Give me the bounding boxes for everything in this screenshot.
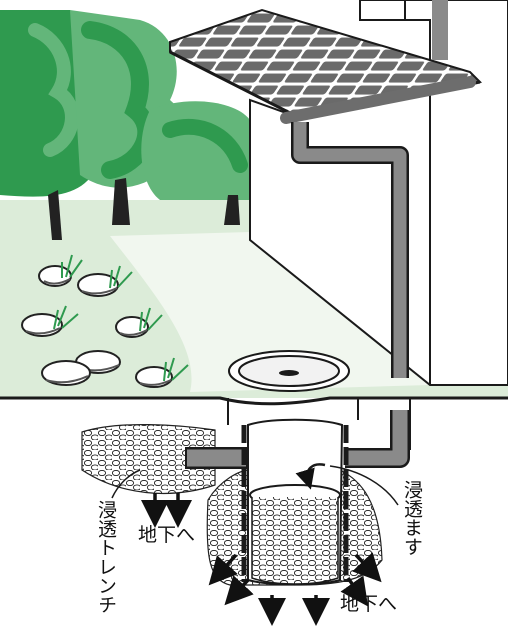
- rock-icon: [41, 360, 91, 386]
- basin-wall-edge: [241, 425, 349, 582]
- arrow-down-icon: [224, 575, 254, 606]
- grass-tuft-icon: [61, 254, 83, 278]
- ground-line: [0, 396, 508, 406]
- leader-line-trench: [111, 469, 141, 499]
- trees: [0, 10, 250, 240]
- grass-tuft-icon: [163, 357, 189, 382]
- label-infiltration-basin: 浸透ます: [401, 480, 423, 556]
- rock-icon: [77, 273, 119, 297]
- grass-tuft-icon: [109, 265, 133, 289]
- window: [359, 0, 406, 21]
- arrow-down-icon: [340, 575, 369, 607]
- rock-icon: [21, 313, 63, 337]
- garden-path: [110, 232, 430, 392]
- infiltration-trench: [81, 424, 248, 494]
- inflow-arrow: [295, 463, 326, 490]
- manhole-cover-icon: [228, 350, 350, 392]
- leader-line-basin: [329, 465, 399, 506]
- garden-rocks: [21, 254, 189, 388]
- house: [169, 0, 508, 386]
- arrow-down-icon: [352, 552, 382, 583]
- label-infiltration-trench: 浸透トレンチ: [95, 500, 117, 614]
- infiltration-basin: [206, 418, 383, 586]
- tree-icon: [141, 101, 250, 225]
- label-to-underground-left: 地下へ: [138, 524, 195, 546]
- infiltration-arrows: [141, 493, 382, 626]
- arrow-down-icon: [208, 553, 238, 586]
- rock-icon: [135, 366, 173, 388]
- rock-icon: [115, 316, 149, 338]
- gutter: [280, 76, 476, 124]
- grass-tuft-icon: [139, 307, 163, 332]
- garden-ground: [0, 200, 508, 398]
- label-to-underground-right: 地下へ: [340, 593, 397, 615]
- grass-tuft-icon: [53, 305, 79, 330]
